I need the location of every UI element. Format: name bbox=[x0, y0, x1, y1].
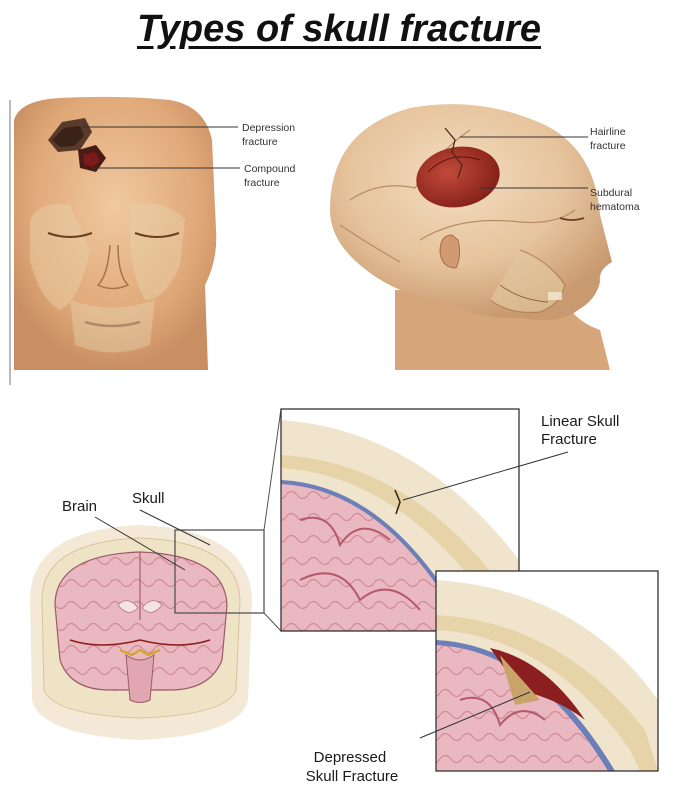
depressed-fracture-closeup bbox=[420, 571, 658, 771]
label-linear-skull-fracture: Linear Skull Fracture bbox=[541, 413, 624, 448]
inset-connector-bottom bbox=[264, 613, 281, 631]
label-skull: Skull bbox=[132, 490, 165, 507]
label-compound-fracture: Compound fracture bbox=[244, 163, 298, 189]
inset-connector-top bbox=[264, 409, 281, 530]
front-face-figure bbox=[14, 97, 240, 370]
label-brain: Brain bbox=[62, 498, 97, 515]
label-depression-fracture: Depression fracture bbox=[242, 122, 298, 148]
label-depressed-skull-fracture: Depressed Skull Fracture bbox=[306, 749, 399, 785]
side-head-figure bbox=[330, 104, 612, 370]
label-hairline-fracture: Hairline fracture bbox=[590, 126, 629, 152]
coronal-head-section bbox=[30, 510, 264, 740]
